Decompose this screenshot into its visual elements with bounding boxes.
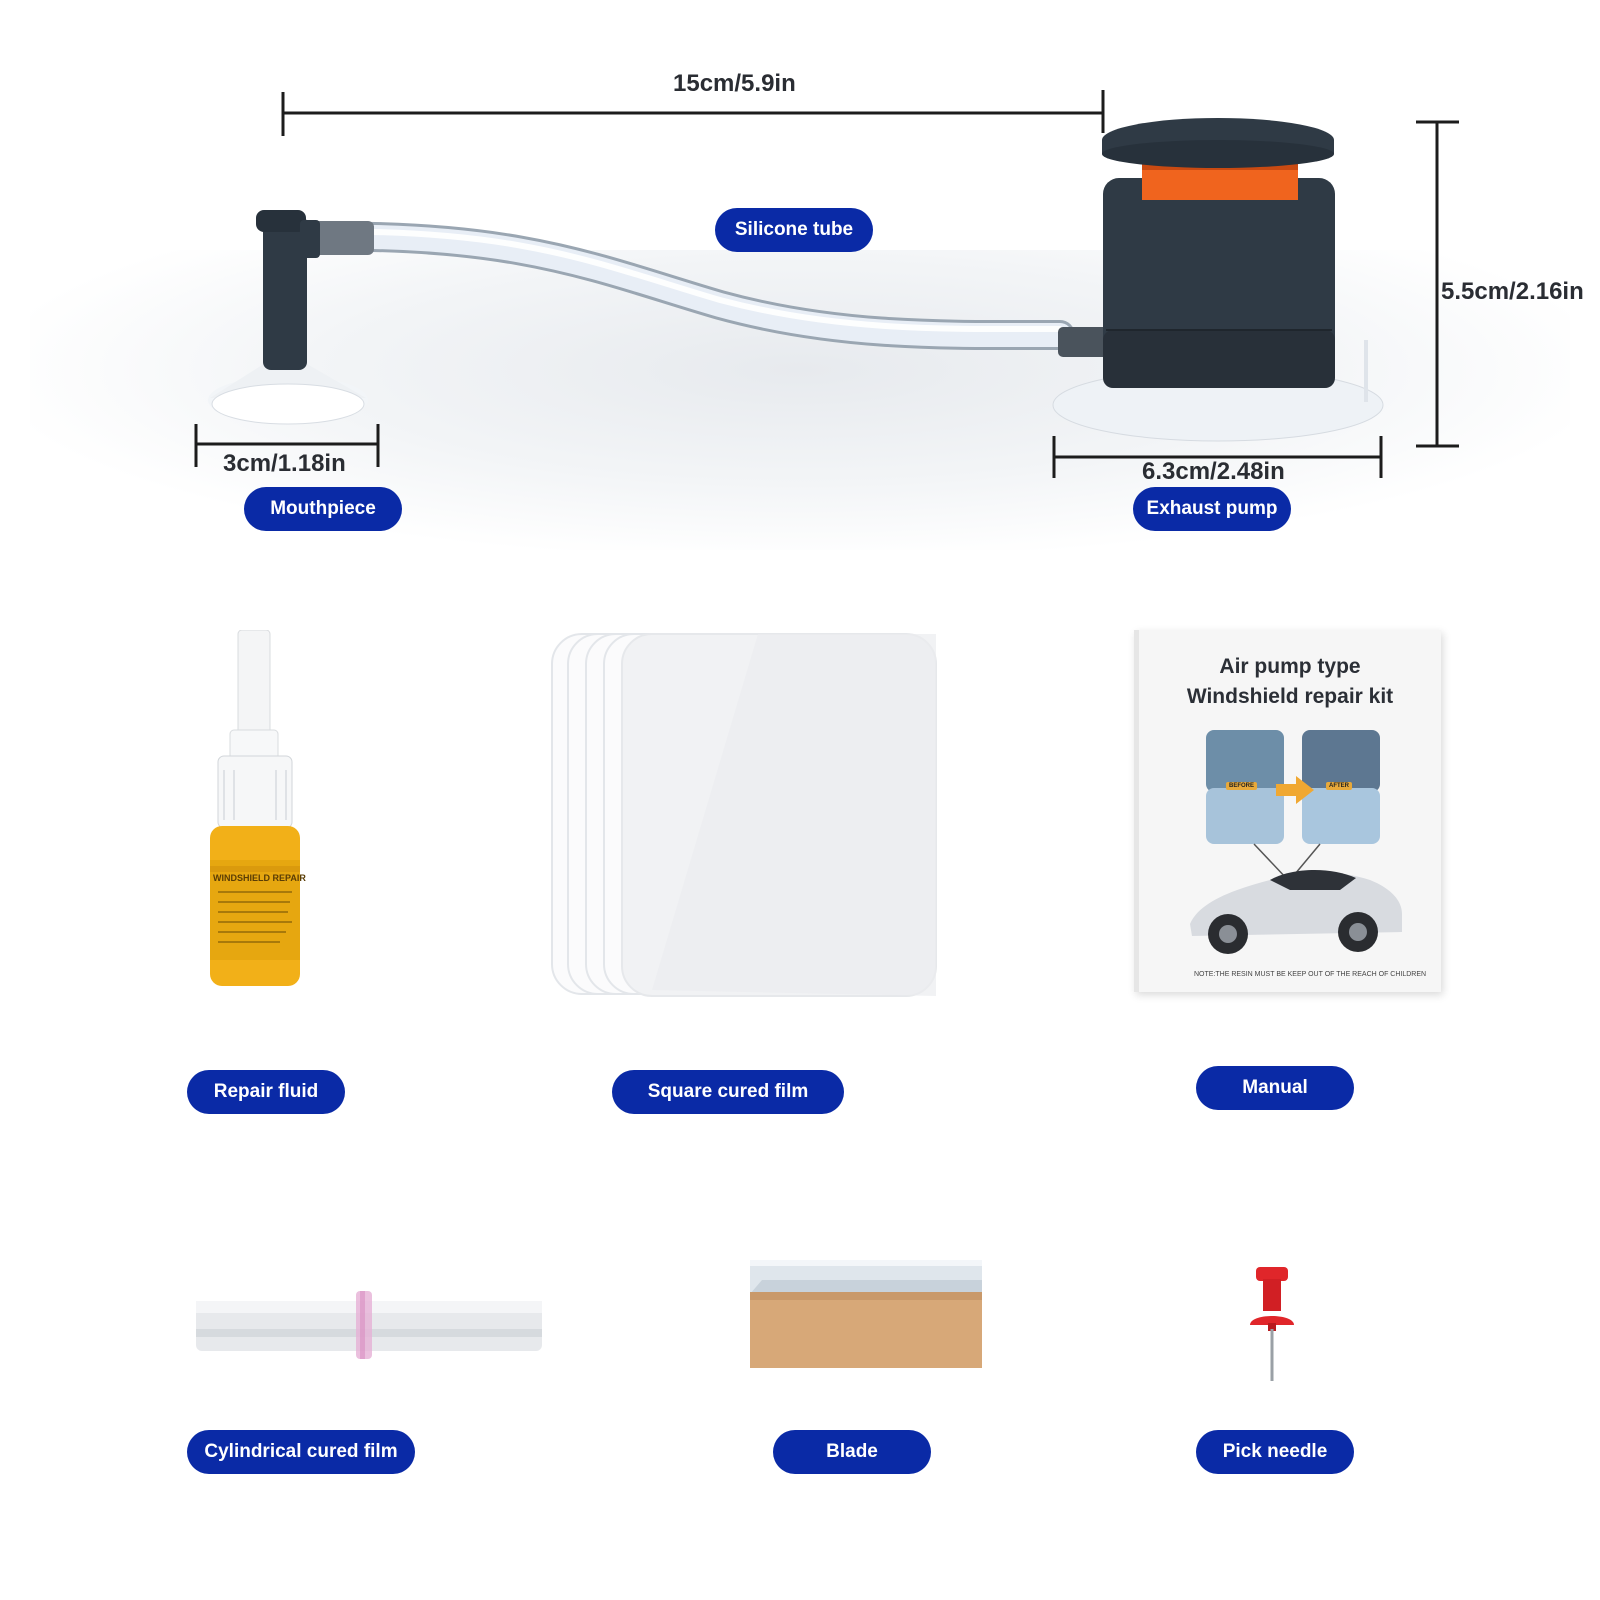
height-dimension-text: 5.5cm/2.16in (1441, 278, 1584, 305)
blade-label: Blade (773, 1430, 931, 1474)
mouthpiece-dimension-text: 3cm/1.18in (223, 450, 346, 477)
cylindrical-cured-film-label: Cylindrical cured film (187, 1430, 415, 1474)
pick-needle-label: Pick needle (1196, 1430, 1354, 1474)
bottle-label-heading: WINDSHIELD REPAIR (213, 873, 306, 883)
pump-dimension-text: 6.3cm/2.48in (1142, 458, 1285, 485)
length-dimension-text: 15cm/5.9in (673, 70, 796, 97)
manual-after-tag: AFTER (1326, 782, 1352, 790)
manual-cover-illustration (1190, 730, 1402, 954)
silicone-tube-label: Silicone tube (715, 208, 873, 252)
manual-footer-text: NOTE:THE RESIN MUST BE KEEP OUT OF THE R… (1194, 971, 1427, 978)
exhaust-pump-part (1052, 118, 1384, 442)
silicone-tube (290, 221, 1108, 357)
repair-fluid-bottle (210, 630, 300, 986)
manual-title-line2: Windshield repair kit (1186, 685, 1394, 708)
square-cured-film-label: Square cured film (612, 1070, 844, 1114)
length-dimension-line (281, 90, 1105, 136)
manual-label: Manual (1196, 1066, 1354, 1110)
pump-assembly-illustration (194, 90, 1459, 478)
manual-title-line1: Air pump type (1219, 655, 1361, 678)
mouthpiece-label: Mouthpiece (244, 487, 402, 531)
pump-dimension-line (1052, 436, 1383, 478)
pick-needle-pin (1250, 1267, 1294, 1381)
blade-item (750, 1260, 982, 1368)
repair-fluid-label: Repair fluid (187, 1070, 345, 1114)
mouthpiece-part (208, 210, 368, 425)
mouthpiece-dimension-line (194, 424, 380, 467)
manual-before-tag: BEFORE (1226, 782, 1258, 790)
height-dimension-line (1416, 120, 1459, 448)
exhaust-pump-label: Exhaust pump (1133, 487, 1291, 531)
square-cured-film-sheets (551, 633, 937, 997)
cylindrical-cured-film-roll (196, 1291, 542, 1359)
